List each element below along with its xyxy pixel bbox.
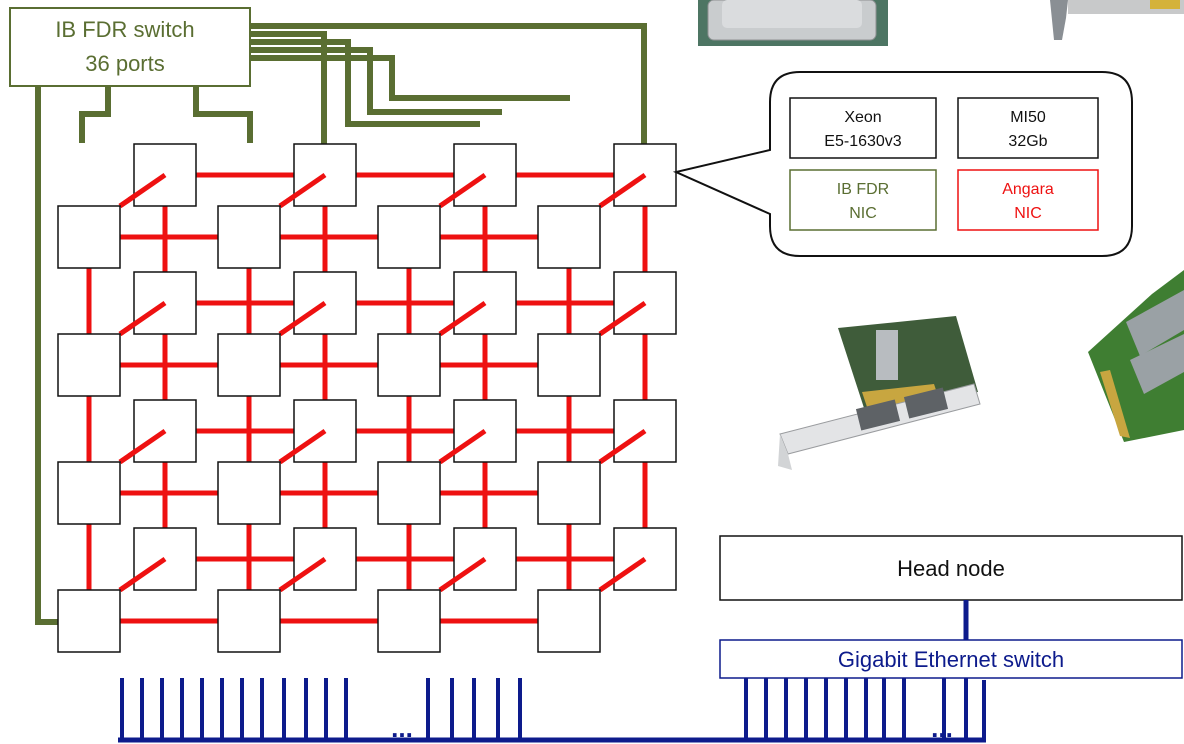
compute-node [378, 206, 440, 268]
ib-switch: IB FDR switch 36 ports [10, 8, 250, 86]
compute-node [538, 334, 600, 396]
gpu-label-line1: MI50 [1010, 109, 1046, 126]
gpu-label-line2: 32Gb [1008, 133, 1047, 150]
angara-nic-photo [1088, 270, 1184, 442]
cpu-label-line2: E5-1630v3 [824, 133, 901, 150]
ellipsis-right: ... [931, 713, 953, 743]
compute-node [58, 590, 120, 652]
node-callout: Xeon E5-1630v3 MI50 32Gb IB FDR NIC Anga… [676, 72, 1132, 256]
ib-nic-label-line1: IB FDR [837, 181, 889, 198]
compute-node [378, 462, 440, 524]
compute-node [58, 334, 120, 396]
ib-nic-photo [778, 316, 980, 470]
compute-node [218, 334, 280, 396]
angara-nic-label-line2: NIC [1014, 205, 1042, 222]
ethernet-switch-label: Gigabit Ethernet switch [838, 647, 1064, 672]
gpu-photo [1050, 0, 1184, 40]
cpu-photo [698, 0, 888, 46]
compute-nodes [58, 144, 676, 652]
compute-node [218, 462, 280, 524]
compute-node [538, 462, 600, 524]
head-node-label: Head node [897, 556, 1005, 581]
ib-link [250, 58, 570, 98]
ib-link [196, 86, 250, 143]
ib-link [38, 82, 58, 622]
compute-node [58, 206, 120, 268]
ethernet-links [118, 668, 986, 740]
compute-node [538, 206, 600, 268]
compute-node [58, 462, 120, 524]
ellipsis-left: ... [391, 713, 413, 743]
angara-nic-label-line1: Angara [1002, 181, 1054, 198]
ib-switch-label-line2: 36 ports [85, 51, 165, 76]
ib-link [82, 86, 108, 143]
ib-switch-label-line1: IB FDR switch [55, 17, 194, 42]
compute-node [218, 590, 280, 652]
compute-node [218, 206, 280, 268]
ib-nic-label-line2: NIC [849, 205, 877, 222]
cpu-label-line1: Xeon [844, 109, 881, 126]
compute-node [538, 590, 600, 652]
compute-node [378, 334, 440, 396]
compute-node [378, 590, 440, 652]
